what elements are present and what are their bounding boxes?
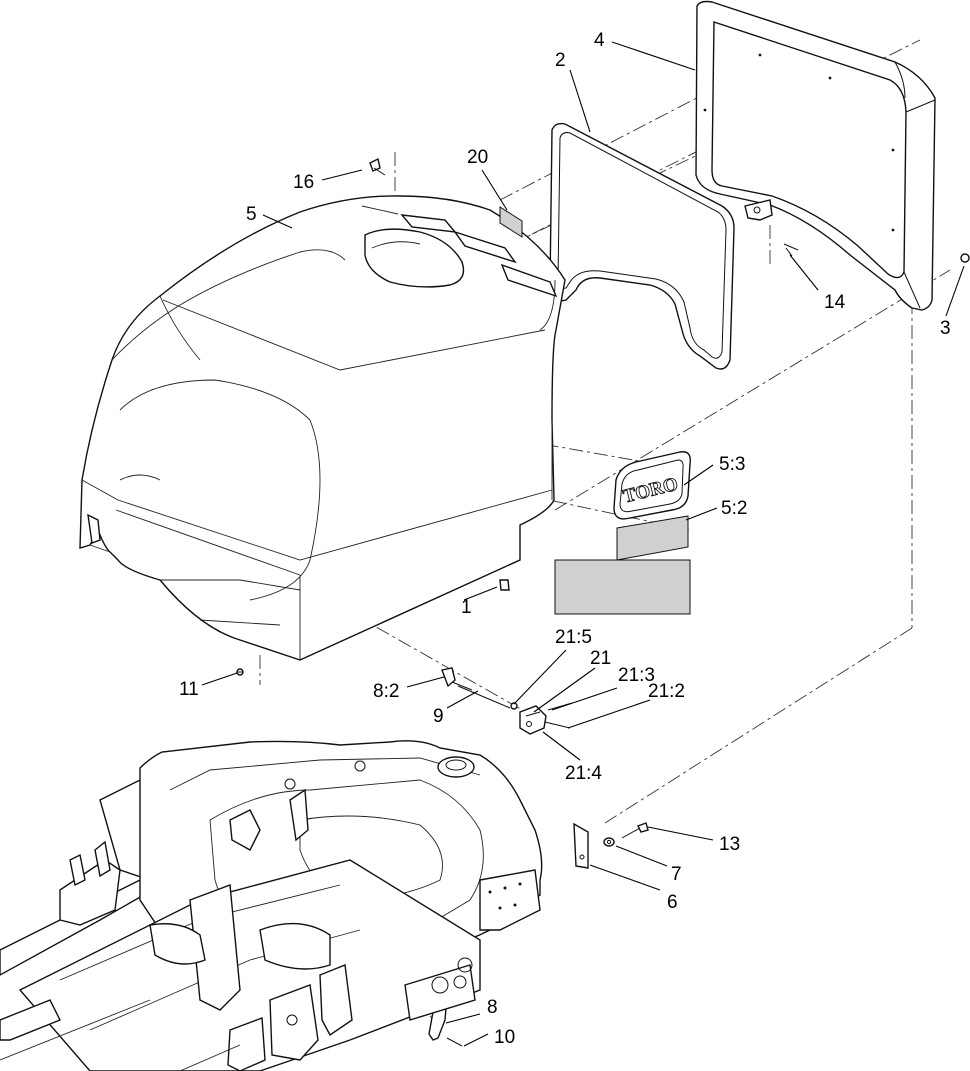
leader-lines: [201, 41, 965, 1047]
seat-frame-part-4: [695, 0, 936, 311]
callout-21-3: 21:3: [618, 665, 655, 686]
callout-4: 4: [594, 30, 605, 51]
callout-5-3: 5:3: [719, 454, 745, 475]
callout-8-2: 8:2: [373, 681, 399, 702]
callout-14: 14: [824, 292, 846, 313]
callout-3: 3: [940, 318, 951, 339]
callout-21-5: 21:5: [555, 627, 592, 648]
callout-8: 8: [487, 997, 498, 1018]
callout-1: 1: [461, 597, 472, 618]
callout-20: 20: [467, 147, 488, 168]
callout-21-4: 21:4: [565, 763, 602, 784]
callout-21: 21: [590, 648, 611, 669]
callout-5: 5: [246, 204, 257, 225]
callout-21-2: 21:2: [648, 681, 685, 702]
chassis-frame: [0, 740, 543, 1071]
toro-decal-part-5-3: TORO: [613, 451, 691, 520]
gasket-part-2: [549, 122, 735, 370]
callout-5-2: 5:2: [721, 498, 747, 519]
callout-2: 2: [555, 50, 566, 71]
callout-7: 7: [671, 864, 682, 885]
callout-labels: 1 2 3 4 5 5:2 5:3 6 7 8 8:2 9 10 11 13 1…: [179, 30, 951, 1048]
hardware: [236, 157, 970, 1047]
callout-11: 11: [179, 679, 199, 700]
callout-9: 9: [433, 706, 444, 727]
decal-strip-part-5-2: [554, 515, 691, 615]
callout-13: 13: [719, 834, 740, 855]
callout-6: 6: [667, 892, 678, 913]
callout-10: 10: [494, 1027, 515, 1048]
callout-16: 16: [293, 172, 314, 193]
hood-part-5: [79, 195, 566, 661]
